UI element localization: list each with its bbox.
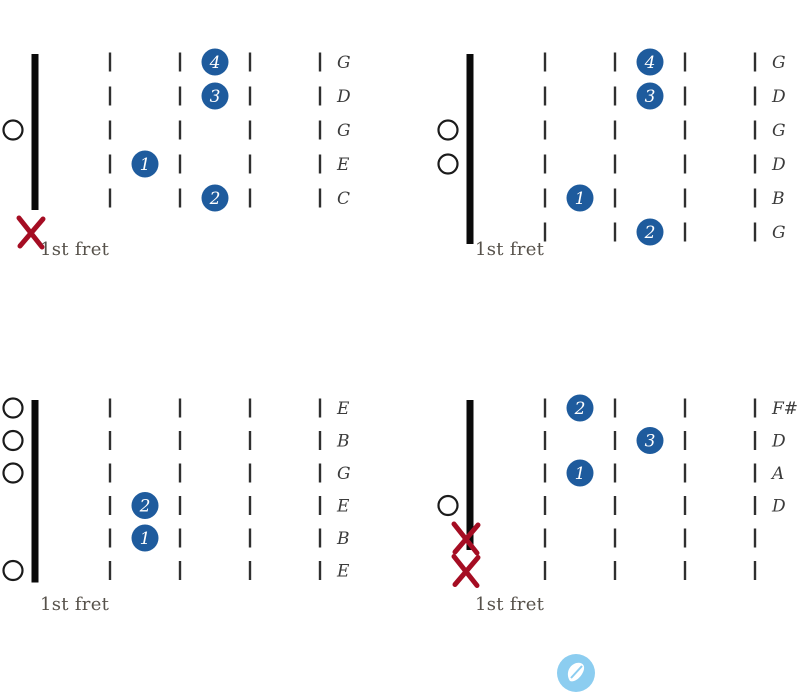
string-note-label: G xyxy=(337,53,351,73)
finger-dot xyxy=(566,184,594,212)
nut-line xyxy=(466,400,474,550)
finger-dot xyxy=(636,427,664,454)
finger-dot xyxy=(201,48,229,76)
string-note-label: E xyxy=(336,562,350,582)
finger-dot xyxy=(131,492,159,519)
string-note-label: G xyxy=(772,223,786,243)
finger-number: 2 xyxy=(574,399,586,419)
guitar-string-stroke xyxy=(570,665,583,679)
string-note-label: D xyxy=(771,87,786,107)
string-note-label: G xyxy=(337,121,351,141)
fret-position-label: 1st fret xyxy=(40,239,110,260)
string-note-label: B xyxy=(336,432,350,452)
finger-number: 3 xyxy=(210,87,221,107)
muted-string-x-icon xyxy=(451,521,481,556)
finger-number: 3 xyxy=(645,87,656,107)
finger-number: 3 xyxy=(645,432,656,452)
finger-dot xyxy=(131,524,159,552)
string-note-label: A xyxy=(770,464,784,484)
nut-line xyxy=(31,54,39,210)
string-note-label: G xyxy=(337,464,351,484)
string-note-label: C xyxy=(337,189,350,209)
finger-dot xyxy=(636,48,664,76)
finger-dot xyxy=(566,459,594,487)
muted-string-x-icon xyxy=(451,554,481,588)
string-note-label: D xyxy=(771,497,786,517)
finger-number: 2 xyxy=(209,189,221,209)
finger-number: 1 xyxy=(575,464,586,484)
finger-dot xyxy=(131,150,159,178)
fret-position-label: 1st fret xyxy=(40,594,110,615)
open-string-marker xyxy=(2,462,24,484)
string-note-label: E xyxy=(336,155,350,175)
finger-dot xyxy=(636,218,664,246)
finger-number: 1 xyxy=(575,189,586,209)
open-string-marker xyxy=(437,494,459,517)
string-note-label: D xyxy=(771,432,786,452)
string-note-label: G xyxy=(772,53,786,73)
string-note-label: G xyxy=(772,121,786,141)
finger-number: 2 xyxy=(139,497,151,517)
finger-dot xyxy=(201,184,229,212)
nut-line xyxy=(31,400,39,583)
open-string-marker xyxy=(2,559,24,582)
open-string-marker xyxy=(437,153,459,175)
string-note-label: E xyxy=(336,497,350,517)
open-string-marker xyxy=(2,429,24,452)
fret-position-label: 1st fret xyxy=(475,594,545,615)
open-string-marker xyxy=(2,119,24,141)
nut-line xyxy=(466,54,474,244)
finger-number: 1 xyxy=(140,529,151,549)
muted-string-x-icon xyxy=(16,215,46,250)
floating-logo-badge[interactable] xyxy=(557,654,595,692)
open-string-marker xyxy=(437,119,459,141)
open-string-marker xyxy=(2,397,24,419)
fret-position-label: 1st fret xyxy=(475,239,545,260)
finger-dot xyxy=(201,82,229,110)
finger-number: 1 xyxy=(140,155,151,175)
string-note-label: D xyxy=(771,155,786,175)
finger-number: 4 xyxy=(644,53,656,73)
finger-number: 4 xyxy=(209,53,221,73)
string-note-label: F# xyxy=(771,399,798,419)
string-note-label: E xyxy=(336,399,350,419)
finger-number: 2 xyxy=(644,223,656,243)
finger-dot xyxy=(636,82,664,110)
string-note-label: B xyxy=(336,529,350,549)
string-note-label: B xyxy=(771,189,785,209)
finger-dot xyxy=(566,394,594,422)
string-note-label: D xyxy=(336,87,351,107)
